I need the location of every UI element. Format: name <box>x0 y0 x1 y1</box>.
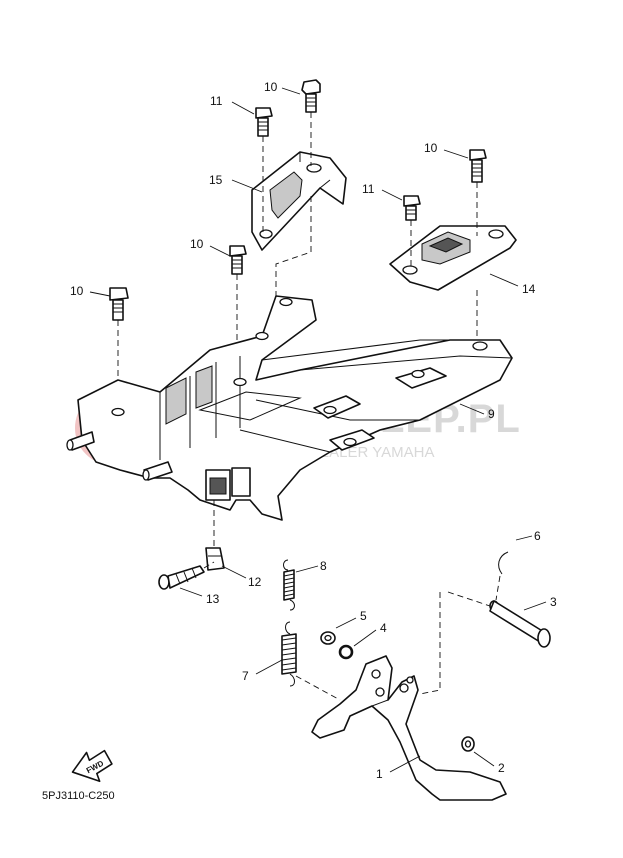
callout-7: 7 <box>242 669 249 683</box>
callout-labels: 10 11 15 10 11 10 14 10 9 6 8 12 13 3 5 … <box>70 80 557 781</box>
callout-10: 10 <box>264 80 278 94</box>
screw-13 <box>158 561 215 590</box>
clip-nut-12 <box>205 547 225 571</box>
diagram-code: 5PJ3110-C250 <box>42 790 115 802</box>
bolt-10d <box>109 287 129 321</box>
footboard-bracket-14 <box>389 225 517 291</box>
bolt-10a <box>301 79 321 113</box>
main-frame-9 <box>66 295 513 521</box>
callout-15: 15 <box>209 173 223 187</box>
spring-7 <box>281 621 341 701</box>
callout-leaders <box>89 87 547 773</box>
spring-8 <box>283 559 295 611</box>
o-ring-4 <box>338 644 354 660</box>
callout-1: 1 <box>376 767 383 781</box>
fwd-arrow: FWD <box>71 749 113 783</box>
callout-14: 14 <box>522 282 536 296</box>
callout-8: 8 <box>320 559 327 573</box>
washer-5 <box>320 631 336 645</box>
callout-3: 3 <box>550 595 557 609</box>
shaft-3 <box>419 591 551 695</box>
cotter-pin-6 <box>495 551 509 601</box>
bolt-11b <box>403 195 421 221</box>
callout-11: 11 <box>210 94 223 108</box>
callout-13: 13 <box>206 592 220 606</box>
callout-6: 6 <box>534 529 541 543</box>
callout-11: 11 <box>362 182 375 196</box>
callout-2: 2 <box>498 761 505 775</box>
main-stand-1 <box>311 655 507 801</box>
callout-4: 4 <box>380 621 387 635</box>
callout-10: 10 <box>70 284 84 298</box>
footboard-bracket-15 <box>251 151 347 251</box>
callout-5: 5 <box>360 609 367 623</box>
bolt-11a <box>255 107 273 137</box>
washer-2 <box>461 736 475 752</box>
callout-10: 10 <box>190 237 204 251</box>
bolt-10b <box>229 245 247 275</box>
callout-10: 10 <box>424 141 438 155</box>
bolt-10c <box>469 149 487 183</box>
callout-9: 9 <box>488 407 495 421</box>
callout-12: 12 <box>248 575 262 589</box>
